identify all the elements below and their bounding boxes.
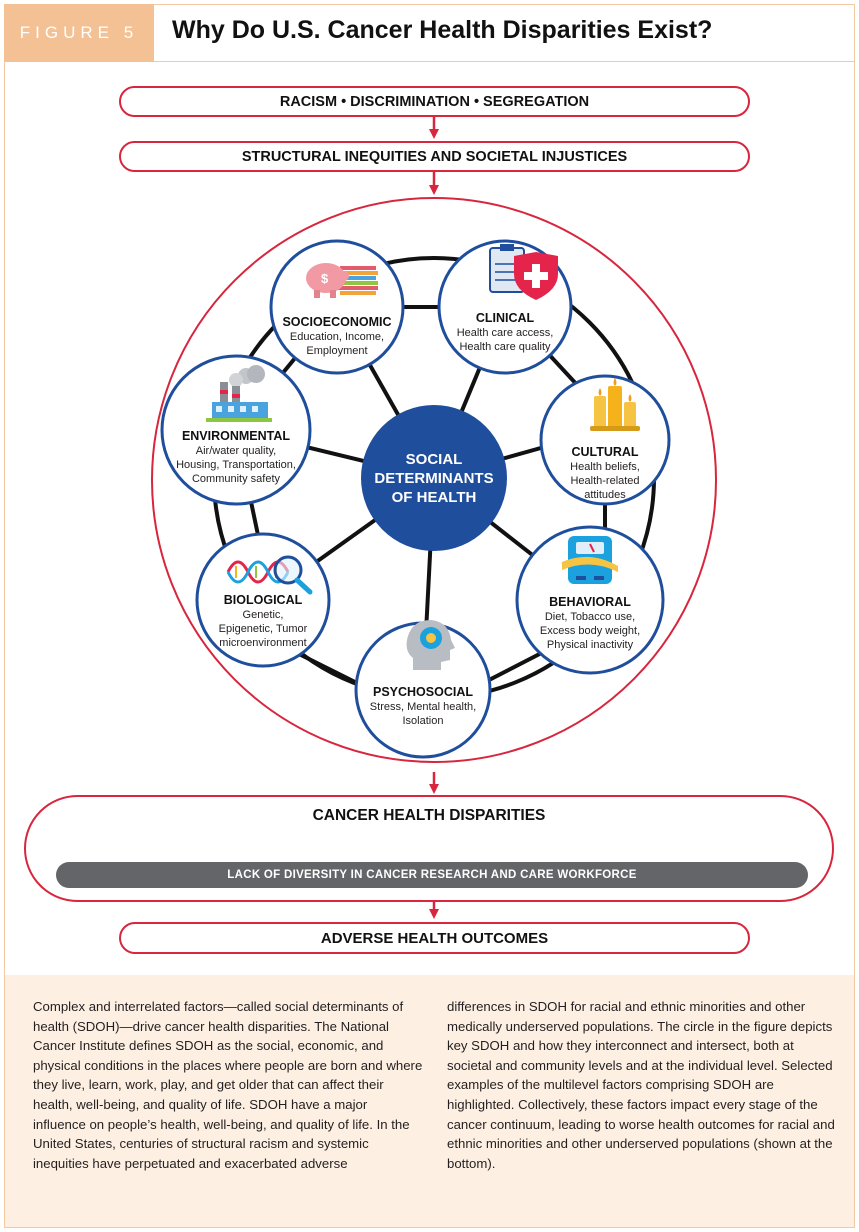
- clinical-label: CLINICAL Health care access, Health care…: [447, 310, 563, 354]
- node-behavioral: [515, 525, 665, 675]
- biological-title: BIOLOGICAL: [223, 593, 303, 607]
- behavioral-line-3: Physical inactivity: [546, 639, 634, 651]
- cultural-line-2: Health-related: [570, 475, 640, 487]
- cultural-line-3: attitudes: [584, 489, 626, 501]
- cultural-line-1: Health beliefs,: [570, 461, 640, 473]
- behavioral-title: BEHAVIORAL: [549, 595, 631, 609]
- racism-box: RACISM • DISCRIMINATION • SEGREGATION: [119, 86, 750, 117]
- cultural-title: CULTURAL: [571, 445, 639, 459]
- sdoh-diagram: $: [56, 117, 808, 919]
- psychosocial-line-2: Isolation: [402, 715, 444, 727]
- caption-left-column: Complex and interrelated factors—called …: [33, 999, 423, 1171]
- caption-right-column: differences in SDOH for racial and ethni…: [447, 999, 835, 1171]
- node-environmental: [160, 354, 312, 506]
- stage-risk-reduction: RISK REDUCTION: [225, 837, 330, 850]
- center-label: SOCIAL DETERMINANTS OF HEALTH: [363, 450, 505, 507]
- environmental-line-3: Community safety: [191, 473, 281, 485]
- candles-icon: [590, 378, 640, 431]
- dna-icon: [226, 555, 313, 595]
- factory-icon: [206, 365, 272, 422]
- stage-development: DEVELOPMENT: [84, 837, 176, 850]
- behavioral-line-1: Diet, Tobacco use,: [544, 611, 636, 623]
- biological-line-1: Genetic,: [242, 609, 284, 621]
- center-label-line-3: OF HEALTH: [391, 489, 477, 506]
- psychosocial-title: PSYCHOSOCIAL: [372, 685, 473, 699]
- center-label-line-1: SOCIAL: [405, 451, 463, 468]
- socioeconomic-label: SOCIOECONOMIC Education, Income, Employm…: [279, 314, 395, 358]
- cultural-label: CULTURAL Health beliefs, Health-related …: [555, 444, 655, 502]
- center-sdoh-circle: [361, 405, 507, 551]
- head-icon: [406, 620, 455, 670]
- caption-panel: Complex and interrelated factors—called …: [5, 975, 854, 1227]
- biological-label: BIOLOGICAL Genetic, Epigenetic, Tumor mi…: [208, 592, 318, 650]
- psychosocial-line-1: Stress, Mental health,: [369, 701, 477, 713]
- socioeconomic-line-1: Education, Income,: [289, 331, 385, 343]
- environmental-title: ENVIRONMENTAL: [181, 429, 291, 443]
- medical-shield-icon: [489, 244, 558, 300]
- socioeconomic-line-2: Employment: [306, 345, 368, 357]
- svg-text:$: $: [321, 271, 329, 286]
- adverse-health-outcomes-box: ADVERSE HEALTH OUTCOMES: [119, 922, 750, 954]
- environmental-line-2: Housing, Transportation,: [176, 459, 296, 471]
- stage-treatment: TREATMENT: [543, 837, 617, 850]
- clinical-title: CLINICAL: [475, 311, 535, 325]
- behavioral-line-2: Excess body weight,: [539, 625, 641, 637]
- psychosocial-label: PSYCHOSOCIAL Stress, Mental health, Isol…: [360, 684, 486, 728]
- clinical-line-2: Health care quality: [459, 341, 551, 353]
- center-label-line-2: DETERMINANTS: [374, 470, 494, 487]
- structural-inequities-box: STRUCTURAL INEQUITIES AND SOCIETAL INJUS…: [119, 141, 750, 172]
- environmental-label: ENVIRONMENTAL Air/water quality, Housing…: [168, 428, 304, 486]
- biological-line-2: Epigenetic, Tumor: [218, 623, 308, 635]
- figure-number: FIGURE 5: [4, 4, 154, 62]
- environmental-line-1: Air/water quality,: [195, 445, 277, 457]
- stage-early-detection: EARLY DETECTION: [373, 837, 485, 850]
- disparities-title: CANCER HEALTH DISPARITIES: [312, 807, 546, 824]
- stage-survivorship: SURVIVORSHIP: [687, 837, 779, 850]
- figure-header: FIGURE 5 Why Do U.S. Cancer Health Dispa…: [4, 4, 855, 62]
- behavioral-label: BEHAVIORAL Diet, Tobacco use, Excess bod…: [527, 594, 653, 652]
- biological-line-3: microenvironment: [219, 637, 307, 649]
- clinical-line-1: Health care access,: [456, 327, 554, 339]
- workforce-bar: LACK OF DIVERSITY IN CANCER RESEARCH AND…: [56, 862, 808, 888]
- socioeconomic-title: SOCIOECONOMIC: [282, 315, 392, 329]
- piggy-bank-icon: $: [306, 263, 378, 298]
- node-cultural: [539, 374, 671, 506]
- figure-title: Why Do U.S. Cancer Health Disparities Ex…: [172, 16, 713, 44]
- scale-icon: [562, 536, 618, 584]
